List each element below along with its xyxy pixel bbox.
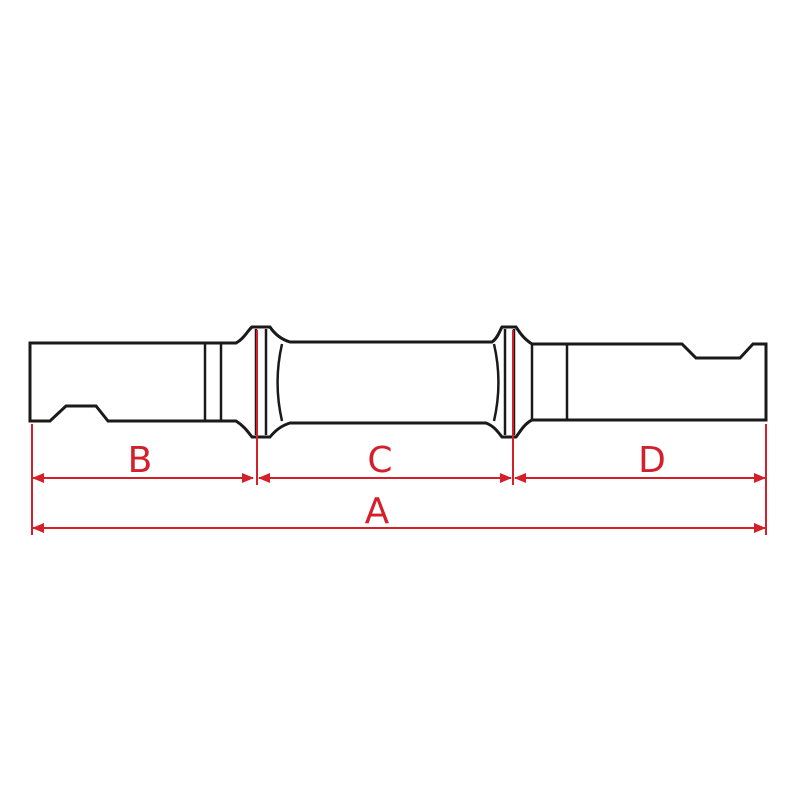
dimension-labels: B C D A	[128, 440, 666, 532]
spindle-body	[28, 325, 768, 439]
dimension-label-d: D	[638, 440, 666, 481]
spindle-outline	[28, 325, 768, 439]
left-collar-fillet	[276, 343, 284, 422]
right-collar-fillet	[492, 343, 500, 422]
dimension-label-c: C	[367, 440, 392, 481]
dimension-label-b: B	[128, 440, 153, 481]
dimension-lines	[31, 330, 767, 535]
dimension-label-a: A	[365, 491, 390, 532]
